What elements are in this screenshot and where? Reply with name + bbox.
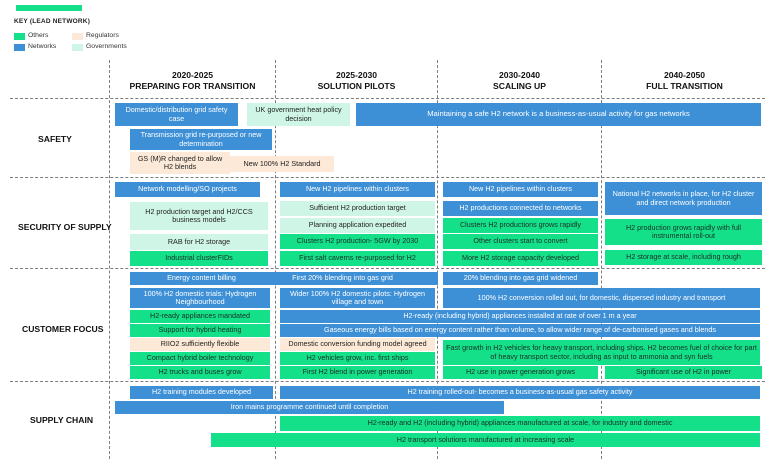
- milestone-transport-manufactured: H2 transport solutions manufactured at i…: [211, 433, 760, 447]
- row-header-security-of-supply: SECURITY OF SUPPLY: [18, 222, 112, 232]
- milestone-appliances-mandated: H2-ready appliances mandated: [130, 310, 270, 323]
- milestone-appliances-manufactured: H2-ready and H2 (including hybrid) appli…: [280, 416, 760, 431]
- grid-vline-2: [275, 60, 276, 459]
- milestone-transmission-grid: Transmission grid re-purposed or new det…: [130, 129, 272, 150]
- grid-hline-customer-chain: [10, 381, 765, 382]
- column-name: SCALING UP: [493, 80, 546, 91]
- milestone-domestic-trials: 100% H2 domestic trials: Hydrogen Neighb…: [130, 288, 270, 308]
- milestone-new-pipelines-2030: New H2 pipelines within clusters: [443, 182, 598, 197]
- header-accent-bar: [16, 5, 82, 11]
- milestone-more-storage: More H2 storage capacity developed: [443, 251, 598, 266]
- milestone-salt-caverns: First salt caverns re-purposed for H2: [280, 251, 435, 266]
- legend-title: KEY (LEAD NETWORK): [14, 18, 91, 25]
- milestone-production-full-rollout: H2 production grows rapidly with full in…: [605, 219, 762, 245]
- milestone-conversion-funding: Domestic conversion funding model agreed: [280, 338, 435, 351]
- row-header-supply-chain: SUPPLY CHAIN: [30, 415, 94, 425]
- milestone-gaseous-energy-bills: Gaseous energy bills based on energy con…: [280, 324, 760, 337]
- milestone-riio2-flexible: RIIO2 sufficiently flexible: [130, 338, 270, 351]
- milestone-productions-connected: H2 productions connected to networks: [443, 201, 598, 216]
- legend-label-networks: Networks: [28, 43, 57, 50]
- grid-vline-4: [601, 60, 602, 459]
- milestone-hybrid-heating-support: Support for hybrid heating: [130, 324, 270, 337]
- grid-hline-supply-customer: [10, 268, 765, 269]
- legend-swatch-regulators: [72, 33, 83, 40]
- milestone-planning-expedited: Planning application expedited: [280, 218, 435, 233]
- grid-vline-1: [109, 60, 110, 459]
- milestone-training-rolled-out: H2 training rolled-out- becomes a busine…: [280, 386, 760, 399]
- legend-label-governments: Governments: [86, 43, 127, 50]
- milestone-heat-policy-decision: UK government heat policy decision: [247, 103, 350, 126]
- milestone-network-modelling: Network modelling/SO projects: [115, 182, 260, 197]
- milestone-first-power-blend: First H2 blend in power generation: [280, 366, 435, 379]
- column-name: SOLUTION PILOTS: [317, 80, 396, 91]
- column-header-2020-2025: 2020-2025 PREPARING FOR TRANSITION: [110, 70, 275, 91]
- milestone-heavy-transport: Fast growth in H2 vehicles for heavy tra…: [443, 340, 760, 365]
- milestone-safe-h2-network: Maintaining a safe H2 network is a busin…: [356, 103, 761, 126]
- milestone-clusters-grow-rapidly: Clusters H2 productions grows rapidly: [443, 218, 598, 233]
- milestone-h2-vehicles-ships: H2 vehicles grow, inc. first ships: [280, 352, 435, 365]
- milestone-power-generation-grows: H2 use in power generation grows: [443, 366, 598, 379]
- milestone-100-conversion: 100% H2 conversion rolled out, for domes…: [443, 288, 760, 308]
- milestone-appliances-installed: H2-ready (including hybrid) appliances i…: [280, 310, 760, 323]
- milestone-trucks-buses: H2 trucks and buses grow: [130, 366, 270, 379]
- grid-hline-top: [10, 98, 765, 99]
- column-header-2025-2030: 2025-2030 SOLUTION PILOTS: [276, 70, 437, 91]
- milestone-new-pipelines-2025: New H2 pipelines within clusters: [280, 182, 435, 197]
- column-header-2040-2050: 2040-2050 FULL TRANSITION: [602, 70, 767, 91]
- milestone-domestic-pilots: Wider 100% H2 domestic pilots: Hydrogen …: [280, 288, 435, 308]
- milestone-storage-at-scale: H2 storage at scale, including rough: [605, 250, 762, 265]
- milestone-first-20-blending: First 20% blending into gas grid: [247, 272, 438, 285]
- column-name: PREPARING FOR TRANSITION: [129, 80, 256, 91]
- column-header-2030-2040: 2030-2040 SCALING UP: [438, 70, 601, 91]
- milestone-clusters-5gw: Clusters H2 production- 5GW by 2030: [280, 234, 435, 249]
- legend-swatch-governments: [72, 44, 83, 51]
- milestone-compact-hybrid-boiler: Compact hybrid boiler technology: [130, 352, 270, 365]
- column-period: 2040-2050: [663, 70, 706, 80]
- grid-hline-safety-supply: [10, 177, 765, 178]
- milestone-20-blending-widened: 20% blending into gas grid widened: [443, 272, 598, 285]
- milestone-distribution-safety-case: Domestic/distribution grid safety case: [115, 103, 238, 126]
- legend-swatch-networks: [14, 44, 25, 51]
- milestone-other-clusters: Other clusters start to convert: [443, 234, 598, 249]
- milestone-h2-standard: New 100% H2 Standard: [230, 156, 334, 172]
- milestone-significant-power-use: Significant use of H2 in power: [605, 366, 762, 379]
- grid-vline-3: [437, 60, 438, 459]
- milestone-iron-mains: Iron mains programme continued until com…: [115, 401, 504, 414]
- milestone-energy-content-billing: Energy content billing: [130, 272, 273, 285]
- column-period: 2025-2030: [335, 70, 378, 80]
- legend-label-regulators: Regulators: [86, 32, 119, 39]
- legend-swatch-others: [14, 33, 25, 40]
- row-header-safety: SAFETY: [38, 134, 72, 144]
- milestone-production-target-ccs: H2 production target and H2/CCS business…: [130, 202, 268, 230]
- milestone-rab-storage: RAB for H2 storage: [130, 234, 268, 250]
- column-period: 2030-2040: [498, 70, 541, 80]
- milestone-national-networks: National H2 networks in place, for H2 cl…: [605, 182, 762, 215]
- milestone-industrial-cluster-fids: Industrial clusterFIDs: [130, 251, 268, 266]
- milestone-training-modules: H2 training modules developed: [130, 386, 273, 399]
- column-name: FULL TRANSITION: [646, 80, 723, 91]
- milestone-gsmr-changed: GS (M)R changed to allow H2 blends: [130, 152, 230, 174]
- row-header-customer-focus: CUSTOMER FOCUS: [22, 324, 104, 334]
- legend-label-others: Others: [28, 32, 49, 39]
- milestone-sufficient-production: Sufficient H2 production target: [280, 201, 435, 216]
- column-period: 2020-2025: [171, 70, 214, 80]
